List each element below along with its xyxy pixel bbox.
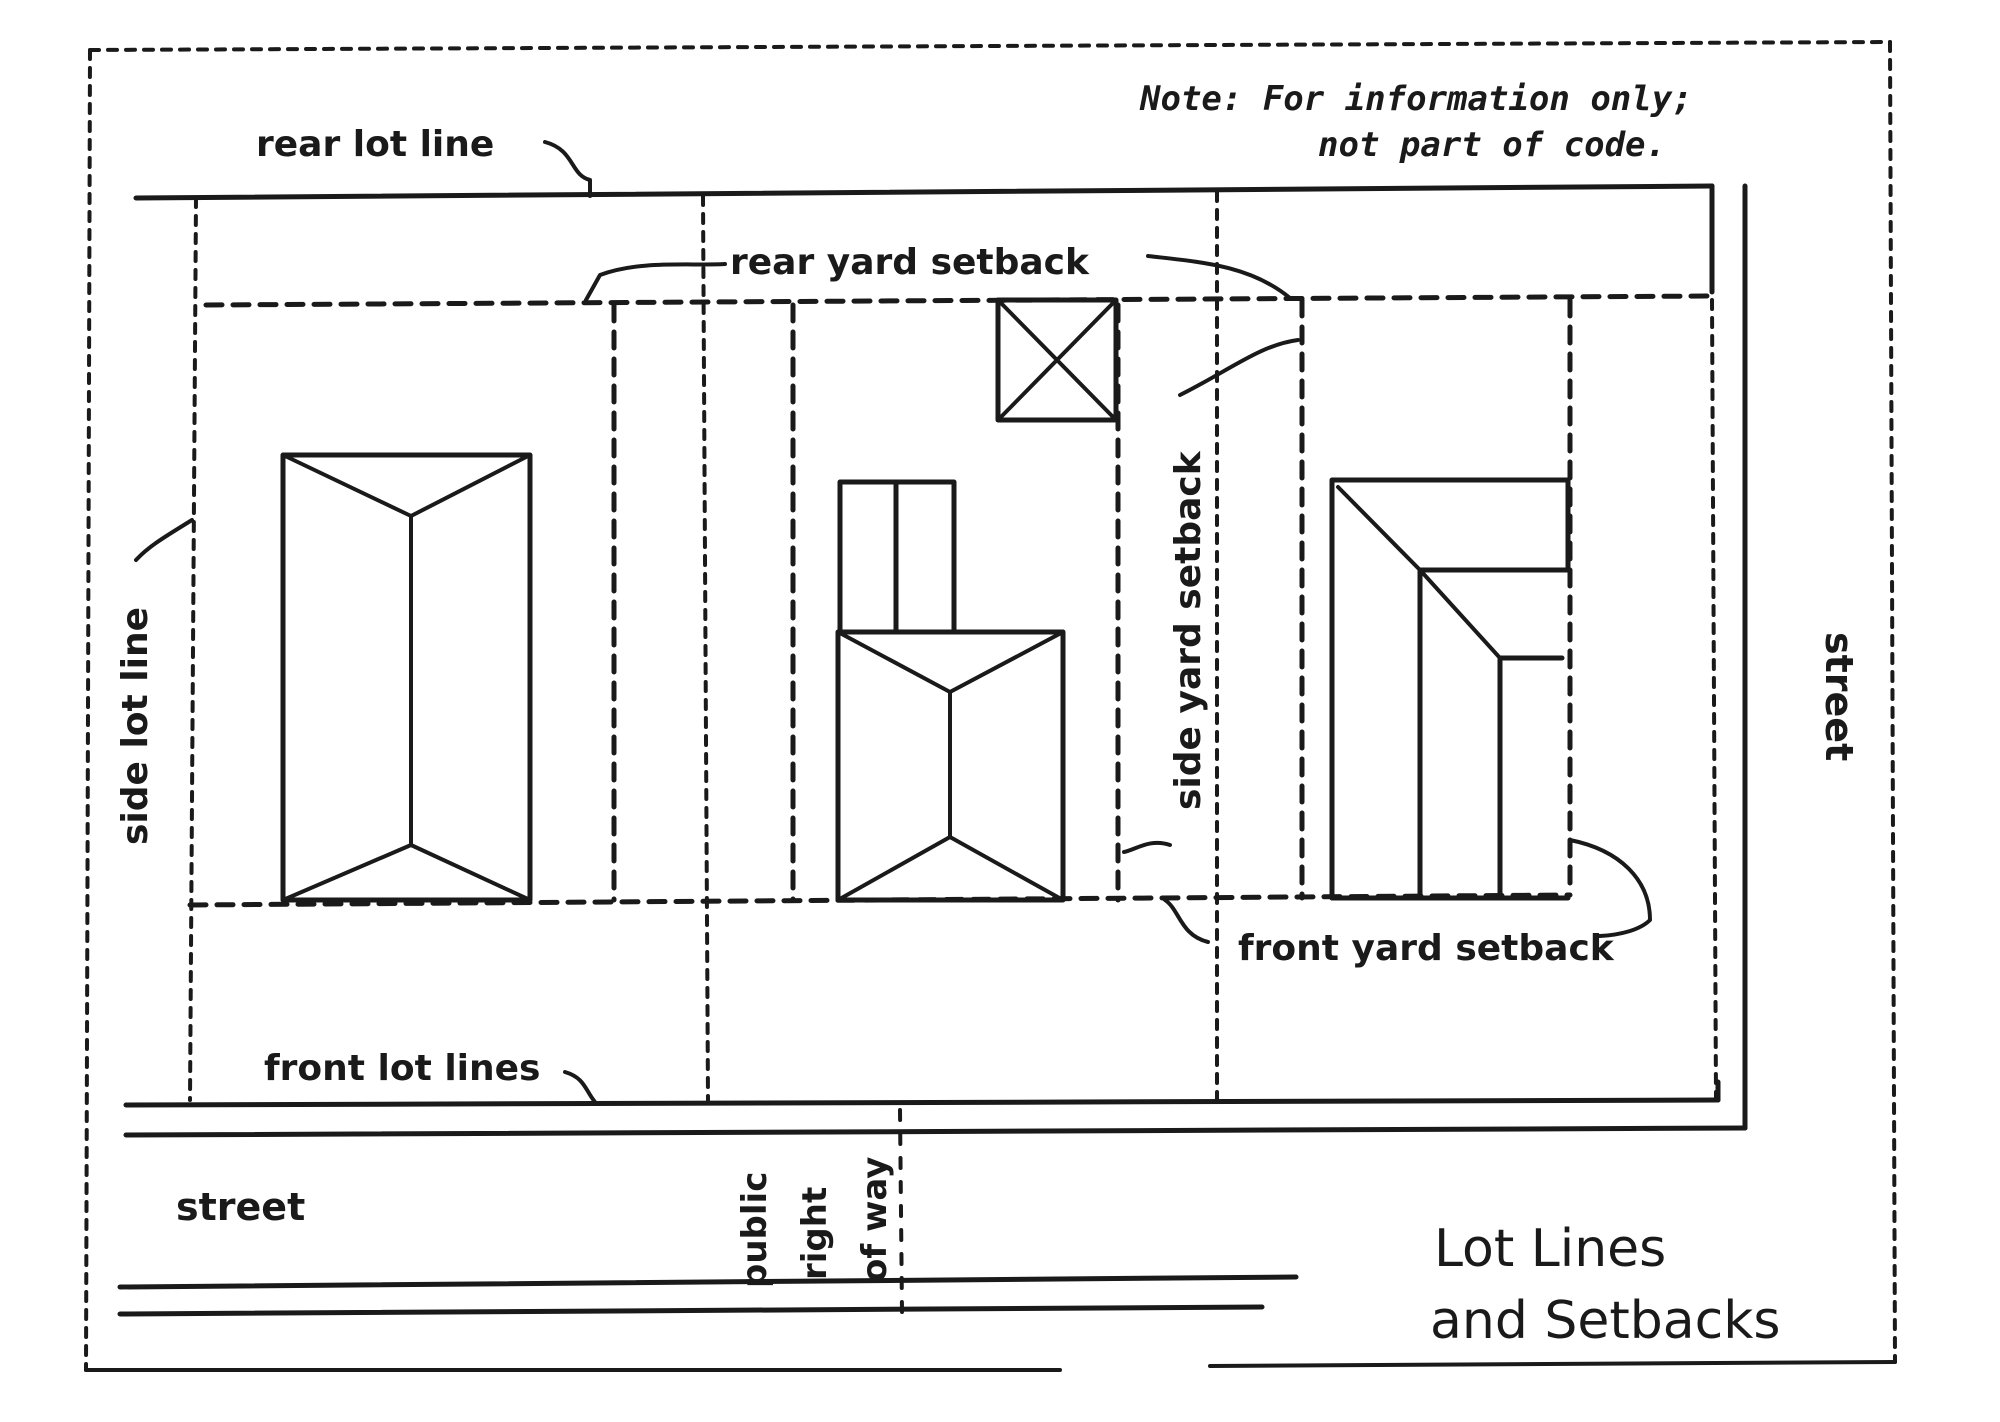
diagram-title-line-1: Lot Lines [1434,1219,1666,1279]
rear-lot-line [133,183,1715,201]
leader-lines [134,140,1652,1104]
diagram-title-line-2: and Setbacks [1430,1291,1780,1351]
public-right-of-way-label-3: of way [855,1157,895,1282]
rear-yard-setback-line [203,293,1715,308]
street-curb-top [123,1125,1748,1138]
public-right-of-way-label-1: public [735,1172,775,1288]
right-lot-line-lower [1710,298,1718,1100]
rear-lot-line-label: rear lot line [256,124,494,165]
note-line-2: not part of code. [1318,125,1666,165]
side-lot-line-mid1 [701,194,710,1102]
house-1 [280,452,533,903]
public-right-of-way-line [898,1108,904,1314]
public-right-of-way-label-2: right [795,1187,835,1280]
front-lot-line [123,1097,1721,1108]
street-curb-bottom2 [117,1304,1265,1317]
front-yard-setback-label: front yard setback [1238,928,1615,969]
street-bottom-label: street [176,1185,305,1229]
rear-yard-setback-label: rear yard setback [730,242,1090,283]
side-lot-line-label: side lot line [115,607,156,845]
front-lot-lines-label: front lot lines [264,1048,541,1089]
house-2 [835,479,1066,903]
lot-lines [123,183,1721,1108]
note-line-1: Note: For information only; [1139,79,1693,119]
outer-frame [84,40,1897,1372]
street-curb-bottom1 [117,1274,1299,1290]
side-lot-line-left [188,196,198,1102]
side-yard-setback-label: side yard setback [1168,450,1209,810]
streets [117,183,1748,1317]
accessory-building [995,297,1119,423]
street-right-label: street [1817,632,1861,761]
house-3 [1329,477,1571,901]
